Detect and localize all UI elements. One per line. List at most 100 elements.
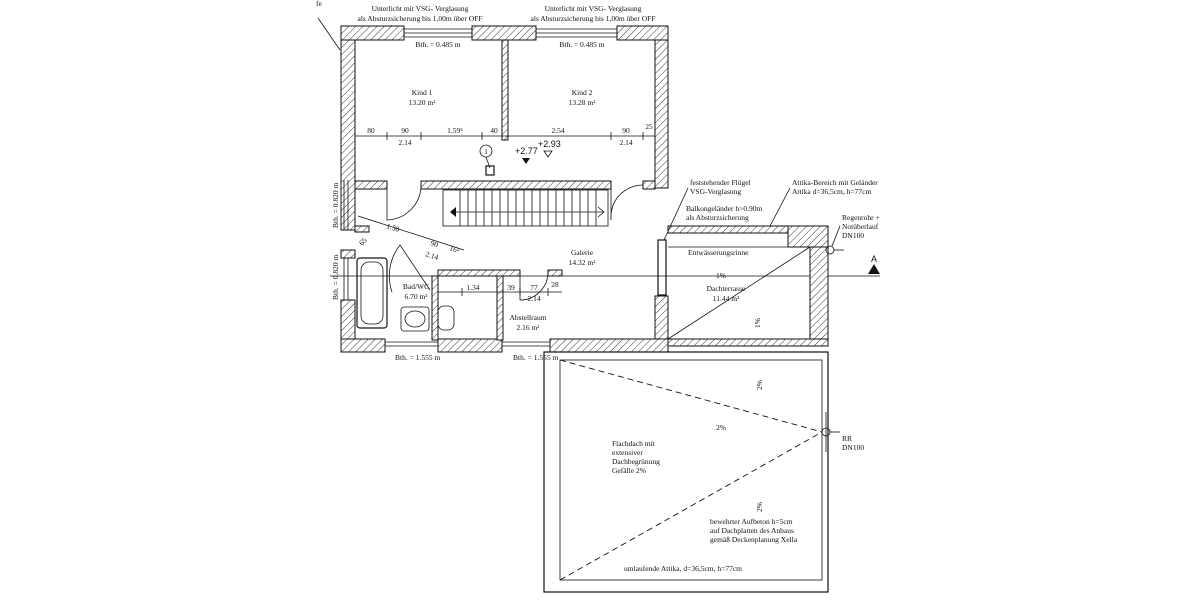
- note-attika-2: Attika d=36,5cm, h=77cm: [792, 187, 871, 196]
- window-label-bottom-mid: Bth. = 1.555 m: [513, 353, 558, 362]
- marker-1: 1: [479, 144, 495, 176]
- dim-80: 80: [367, 126, 375, 135]
- leader-line-top-left: [317, 17, 341, 51]
- room-galerie-area: 14.32 m²: [569, 258, 597, 267]
- window-top-kind1: [404, 28, 472, 38]
- outer-walls: [340, 25, 669, 353]
- wall-between-kind: [501, 39, 509, 141]
- window-labels: Bth. = 0.820 m Bth. = 0.820 m Bth. = 1.5…: [331, 183, 558, 362]
- wall-bath-right: [431, 275, 439, 341]
- wall-bottom-3: [549, 338, 669, 353]
- window-left-upper: [343, 180, 349, 230]
- level-293-triangle: [543, 150, 553, 158]
- wall-kind1-bottom-left: [354, 180, 388, 190]
- flat-roof-outer: [543, 351, 829, 593]
- note-balkon-2: als Absturzsicherung: [686, 213, 749, 222]
- dim-214-a: 2.14: [398, 138, 411, 147]
- dim-40: 40: [490, 126, 498, 135]
- dim-254: 2.54: [551, 126, 564, 135]
- room-terrace-name: Dachterrasse: [707, 284, 746, 293]
- wall-kind2-bottom-right: [642, 180, 656, 190]
- dim-90-c: 90: [429, 238, 439, 249]
- staircase: [442, 189, 609, 227]
- dim-25: 25: [645, 122, 653, 131]
- note-unterlicht-left-2: als Absturzsicherung bis 1,00m über OFF: [358, 14, 483, 23]
- terrace-wall-top: [667, 225, 789, 234]
- roof-slope-c: 2%: [755, 502, 764, 512]
- stair-treads: [452, 190, 604, 226]
- wall-left-2: [340, 249, 356, 259]
- wall-abstell-left: [496, 269, 504, 341]
- note-flachdach-4: Gefälle 2%: [612, 466, 646, 475]
- washbasin: [400, 306, 430, 332]
- dim-150: 1.50: [385, 221, 401, 234]
- wall-bottom-2: [437, 338, 503, 353]
- chimney-square: [485, 165, 495, 176]
- level-markers: +2.77 +2.93: [515, 139, 561, 164]
- roof-slope-b: 2%: [755, 380, 764, 390]
- wall-top-1: [340, 25, 405, 41]
- room-kind1-name: Kind 1: [412, 88, 433, 97]
- note-corner-fragment: fe: [316, 0, 322, 8]
- note-regen-1: Regenrohr +: [842, 213, 880, 222]
- dim-16: 16⁵: [448, 243, 461, 255]
- dimension-diagonal: 1.50 90 2.14 16⁵ 65: [357, 215, 465, 262]
- terrace-diagonal: [667, 246, 811, 340]
- note-rr-2: DN100: [842, 443, 864, 452]
- door-bath: [388, 244, 431, 293]
- door-kind2: [610, 184, 644, 221]
- window-label-left-lower: Bth. = 0.820 m: [331, 255, 340, 300]
- terrace-slope-h: 1%: [716, 271, 726, 280]
- bath-fixtures: [356, 257, 455, 332]
- wall-top-2: [471, 25, 537, 41]
- door-kind1: [386, 184, 422, 221]
- wall-right-1: [654, 39, 669, 189]
- note-balkon-1: Balkongeländer h>0.90m: [686, 204, 762, 213]
- dim-90-a: 90: [401, 126, 409, 135]
- room-kind2-area: 13.28 m²: [569, 98, 597, 107]
- dim-90-b: 90: [622, 126, 630, 135]
- note-flachdach-3: Dachbegrünung: [612, 457, 660, 466]
- stair-arrow-left: [450, 207, 456, 217]
- note-unterlicht-right-2: als Absturzsicherung bis 1,00m über OFF: [531, 14, 656, 23]
- dimension-chain-lower: 1.34 39 77 2.14 28: [438, 280, 562, 303]
- terrace-wall-right: [809, 246, 829, 347]
- marker-label: 1: [484, 147, 488, 156]
- room-terrace-area: 11.44 m²: [713, 294, 740, 303]
- window-label-bottom-left: Bth. = 1.555 m: [395, 353, 440, 362]
- room-abstell-name: Abstellraum: [509, 313, 546, 322]
- note-rr-1: RR: [842, 434, 852, 443]
- doors: [386, 184, 644, 301]
- note-flachdach-2: extensiver: [612, 448, 643, 457]
- level-277: +2.77: [515, 146, 538, 156]
- terrace-wall-bottom: [667, 338, 829, 347]
- room-bad-area: 6.70 m²: [404, 292, 428, 301]
- note-flachdach-1: Flachdach mit: [612, 439, 656, 448]
- note-aufbeton-2: auf Dachplatten des Anbaus: [710, 526, 794, 535]
- terrace-annotations: feststehender Flügel VSG-Verglasung Balk…: [663, 178, 880, 247]
- dim-28: 28: [551, 280, 559, 289]
- window-label-kind1: Bth. = 0.485 m: [415, 40, 460, 49]
- top-notes: Unterlicht mit VSG- Verglasung als Abstu…: [316, 0, 656, 51]
- window-top-kind2: [536, 28, 617, 38]
- terrace-slope-v: 1%: [753, 318, 762, 328]
- stair-arrow-right: [597, 206, 605, 218]
- wall-abstell-top: [437, 269, 521, 277]
- note-attika-bottom: umlaufende Attika, d=36,5cm, h=77cm: [624, 564, 742, 573]
- dim-77: 77: [530, 283, 538, 292]
- room-galerie-name: Galerie: [571, 248, 594, 257]
- terrace-drain-label: Entwässerungsrinne: [688, 248, 749, 257]
- window-bottom-left: [385, 341, 438, 347]
- wall-kind-bottom-mid: [420, 180, 612, 190]
- note-aufbeton-1: bewehrter Aufbeton h=5cm: [710, 517, 793, 526]
- window-label-kind2: Bth. = 0.485 m: [559, 40, 604, 49]
- level-293: +2.93: [538, 139, 561, 149]
- toilet: [437, 305, 455, 331]
- window-left-lower: [343, 258, 349, 300]
- room-kind2-name: Kind 2: [572, 88, 593, 97]
- roof-ridge-line-1: [559, 359, 823, 433]
- wall-abstell-top-right: [547, 269, 563, 277]
- bathtub: [356, 257, 388, 329]
- note-fluegel-1: feststehender Flügel: [690, 178, 751, 187]
